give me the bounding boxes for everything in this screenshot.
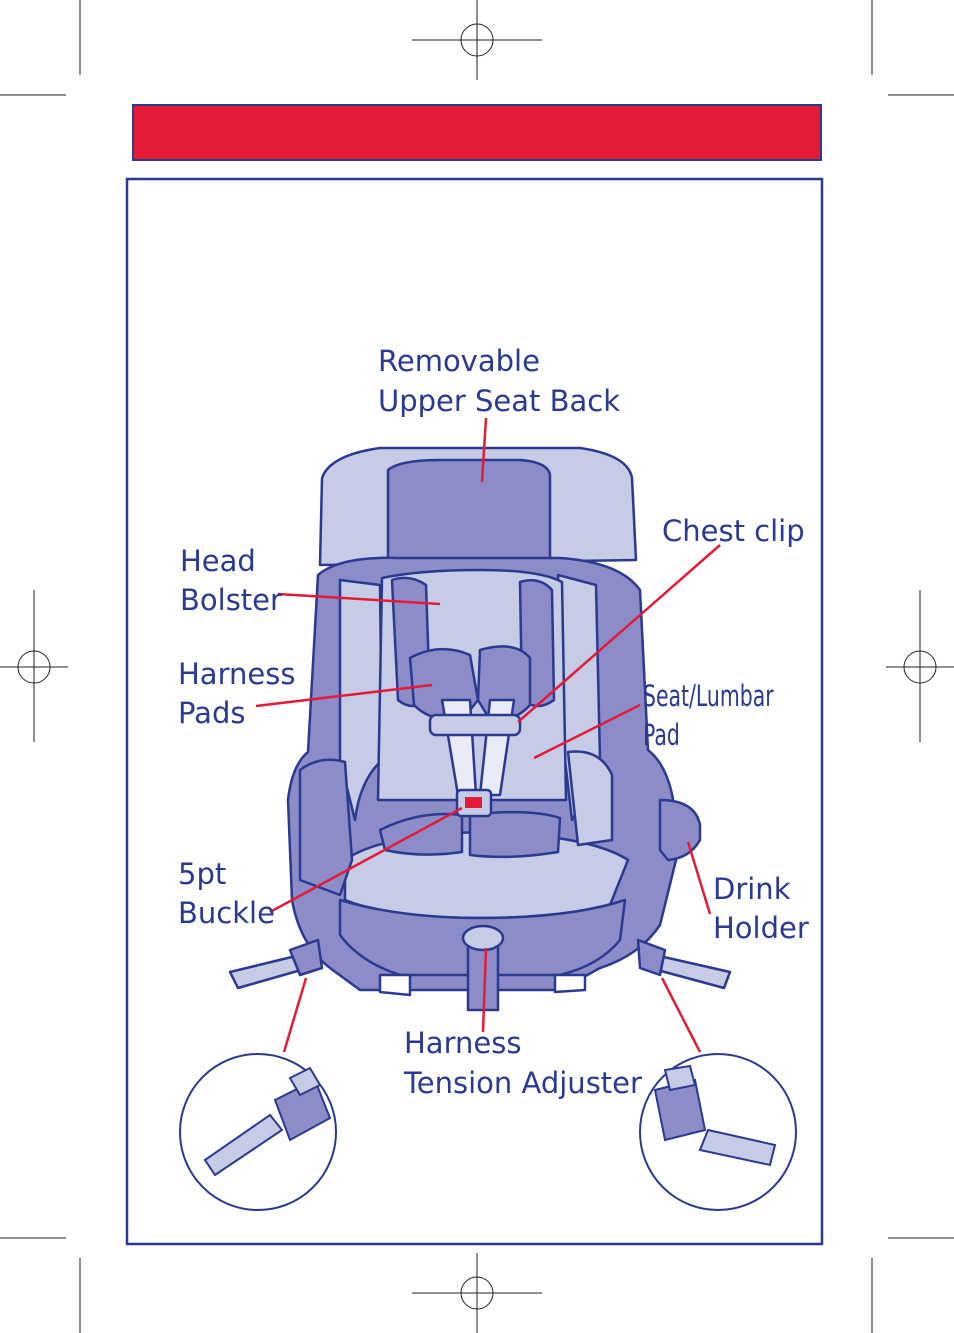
label-head-bolster: Head Bolster (180, 544, 282, 617)
label-tension-adjuster-line-1: Harness (404, 1026, 521, 1060)
label-drink-holder: Drink Holder (713, 872, 809, 945)
leader-harness-pads (255, 683, 433, 708)
buckle-button (465, 797, 482, 808)
label-drink-holder-line-2: Holder (713, 911, 809, 945)
latch-detail-left (179, 1053, 337, 1211)
latch-connector-right (636, 938, 732, 990)
label-harness-pads: Harness Pads (178, 657, 305, 730)
leader-buckle (269, 806, 463, 914)
label-buckle: 5pt Buckle (178, 857, 275, 930)
car-seat-illustration (228, 446, 732, 1012)
right-lower-bolster (566, 750, 614, 847)
diagram-frame (125, 177, 824, 1246)
leader-tension-adjuster (481, 947, 488, 1033)
leader-latch-left (282, 977, 308, 1053)
chest-clip (428, 713, 522, 737)
thigh-pad-left (378, 812, 464, 856)
upper-seat-back (386, 458, 552, 562)
leader-lines (255, 417, 721, 1053)
label-harness-pads-line-2: Pads (178, 696, 245, 730)
latch-connector-left (228, 938, 324, 990)
label-upper-back-line-2: Upper Seat Back (378, 384, 620, 418)
label-seat-lumbar-line-2: Pad (643, 718, 680, 752)
drink-holder (658, 798, 702, 862)
header-bar (132, 104, 822, 161)
latch-detail-right (639, 1053, 797, 1211)
thigh-pad-right (468, 810, 562, 859)
leader-seat-lumbar (533, 703, 641, 760)
label-buckle-line-2: Buckle (178, 896, 275, 930)
label-tension-adjuster: Harness Tension Adjuster (403, 1026, 642, 1100)
label-head-bolster-line-1: Head (180, 544, 256, 578)
label-drink-holder-line-1: Drink (713, 872, 791, 906)
leader-upper-back (480, 417, 488, 483)
seat-foot-right (553, 973, 587, 994)
label-chest-clip: Chest clip (662, 514, 805, 548)
tension-adjuster (461, 924, 505, 952)
label-upper-back-line-1: Removable (378, 344, 540, 378)
label-head-bolster-line-2: Bolster (180, 583, 282, 617)
label-chest-clip-line-1: Chest clip (662, 514, 805, 548)
leader-latch-right (660, 977, 702, 1053)
left-lower-bolster (298, 758, 354, 897)
label-buckle-line-1: 5pt (178, 857, 226, 891)
label-harness-pads-line-1: Harness (178, 657, 295, 691)
label-upper-back: Removable Upper Seat Back (378, 344, 620, 418)
leader-chest-clip (517, 544, 721, 723)
leader-drink-holder (686, 841, 712, 915)
label-seat-lumbar: Seat/Lumbar Pad (643, 679, 780, 752)
seat-foot-left (378, 973, 412, 997)
label-seat-lumbar-line-1: Seat/Lumbar (643, 679, 774, 713)
leader-head-bolster (277, 592, 441, 606)
label-tension-adjuster-line-2: Tension Adjuster (403, 1066, 642, 1100)
